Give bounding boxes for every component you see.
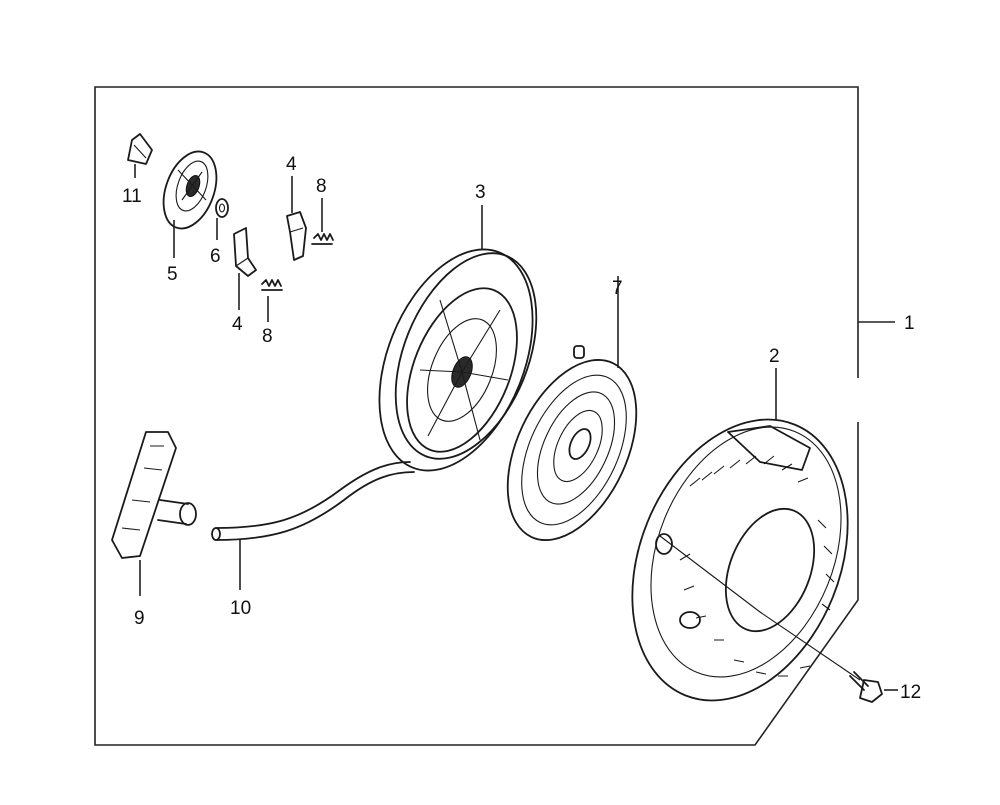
callout-1: 1	[904, 313, 915, 334]
callout-12: 12	[900, 682, 921, 703]
part-4-pawl-lower	[233, 227, 257, 310]
callout-9: 9	[134, 608, 145, 629]
part-10-starter-rope	[211, 461, 415, 590]
callout-3: 3	[475, 182, 486, 203]
part-4-pawl-upper	[286, 176, 307, 261]
callout-labels: 1 2 3 4 4 5 6 7 8 8 9 10 11 12	[122, 154, 921, 703]
part-12-bolt	[849, 671, 898, 703]
part-7-recoil-spring	[506, 276, 638, 541]
part-8-spring-lower	[261, 279, 283, 322]
callout-8-lower: 8	[262, 326, 273, 347]
assembly-boundary	[94, 86, 895, 746]
part-6-washer	[215, 198, 229, 240]
part-9-starter-handle	[111, 431, 197, 596]
part-8-spring-upper	[311, 198, 334, 245]
callout-8-upper: 8	[316, 176, 327, 197]
part-5-ratchet-plate	[162, 150, 218, 258]
part-3-starter-reel	[378, 205, 538, 472]
callout-7: 7	[612, 278, 623, 299]
callout-6: 6	[210, 246, 221, 267]
callout-4-upper: 4	[286, 154, 297, 175]
callout-11: 11	[122, 186, 142, 207]
part-2-starter-case	[631, 368, 861, 702]
callout-5: 5	[167, 264, 178, 285]
callout-10: 10	[230, 598, 251, 619]
callout-2: 2	[769, 346, 780, 367]
callout-4-lower: 4	[232, 314, 243, 335]
part-11-pin	[127, 133, 153, 178]
